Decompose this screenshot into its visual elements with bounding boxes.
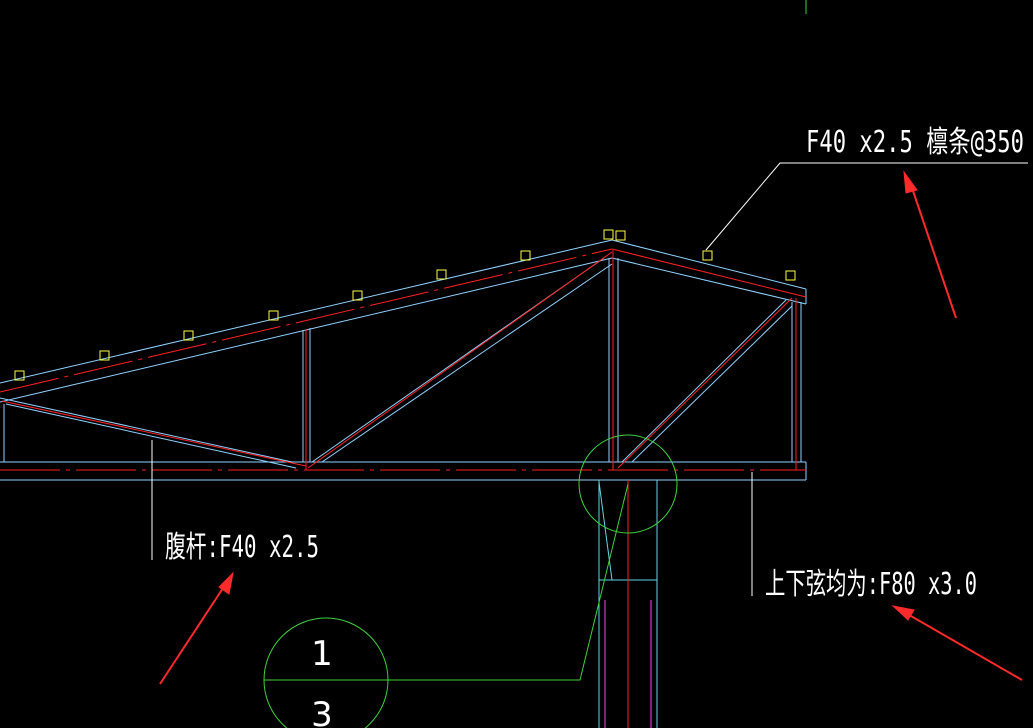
web-annotation: 腹杆:F40 x2.5 xyxy=(151,440,319,565)
purlin-annotation: F40 x2.5 檩条@350 xyxy=(705,125,1028,251)
chord-annotation: 上下弦均为:F80 x3.0 xyxy=(751,472,977,602)
purlins xyxy=(14,229,796,381)
arrow-web xyxy=(159,571,234,685)
support-column xyxy=(598,480,658,728)
top-chord-right xyxy=(611,239,807,305)
chord-label: 上下弦均为:F80 x3.0 xyxy=(765,567,977,602)
detail-sheet: 3 xyxy=(311,695,333,728)
markup-arrows xyxy=(159,170,1023,685)
detail-number: 1 xyxy=(311,634,333,674)
detail-circle xyxy=(578,434,678,534)
purlin-label: F40 x2.5 檩条@350 xyxy=(806,125,1024,160)
detail-callout: 1 3 xyxy=(263,434,678,728)
arrow-chord xyxy=(891,605,1023,681)
web-members xyxy=(0,250,802,470)
arrow-purlin xyxy=(903,170,957,319)
bottom-chord xyxy=(0,461,807,481)
web-member-label: 腹杆:F40 x2.5 xyxy=(165,530,319,565)
detail-leader xyxy=(389,483,629,681)
